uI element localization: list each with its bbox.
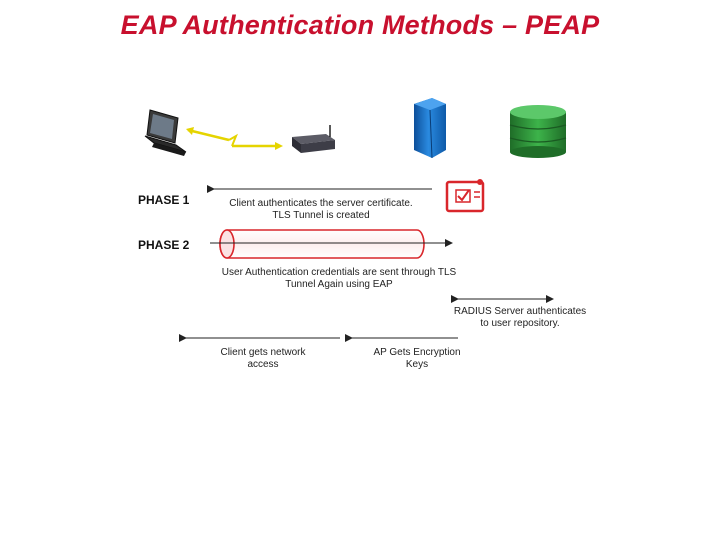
access-caption-line1: Client gets network (220, 347, 306, 358)
radius-caption-line1: RADIUS Server authenticates (453, 306, 587, 317)
keys-caption-line2: Keys (405, 359, 429, 370)
access-point-icon (292, 125, 335, 153)
phase2-label: PHASE 2 (138, 238, 190, 252)
phase2-caption-line1: User Authentication credentials are sent… (221, 267, 457, 278)
radius-caption: RADIUS Server authenticates to user repo… (440, 306, 600, 330)
laptop-icon (144, 109, 187, 156)
keys-caption-line1: AP Gets Encryption (373, 347, 461, 358)
phase1-label: PHASE 1 (138, 193, 190, 207)
slide-title: EAP Authentication Methods – PEAP (120, 10, 600, 40)
wireless-link (186, 127, 283, 150)
access-caption-line2: access (247, 359, 279, 370)
phase1-caption-line1: Client authenticates the server certific… (229, 198, 413, 209)
keys-caption: AP Gets Encryption Keys (352, 347, 482, 371)
radius-server-icon (414, 98, 446, 159)
radius-caption-line2: to user repository. (480, 318, 560, 329)
phase1-caption-line2: TLS Tunnel is created (272, 210, 370, 221)
phase2-caption-line2: Tunnel Again using EAP (285, 279, 393, 290)
tls-tunnel (219, 229, 425, 259)
certificate-icon (445, 179, 485, 213)
access-caption: Client gets network access (200, 347, 326, 371)
user-database-icon (509, 105, 567, 158)
phase1-caption: Client authenticates the server certific… (212, 198, 430, 222)
phase2-caption: User Authentication credentials are sent… (200, 267, 478, 291)
